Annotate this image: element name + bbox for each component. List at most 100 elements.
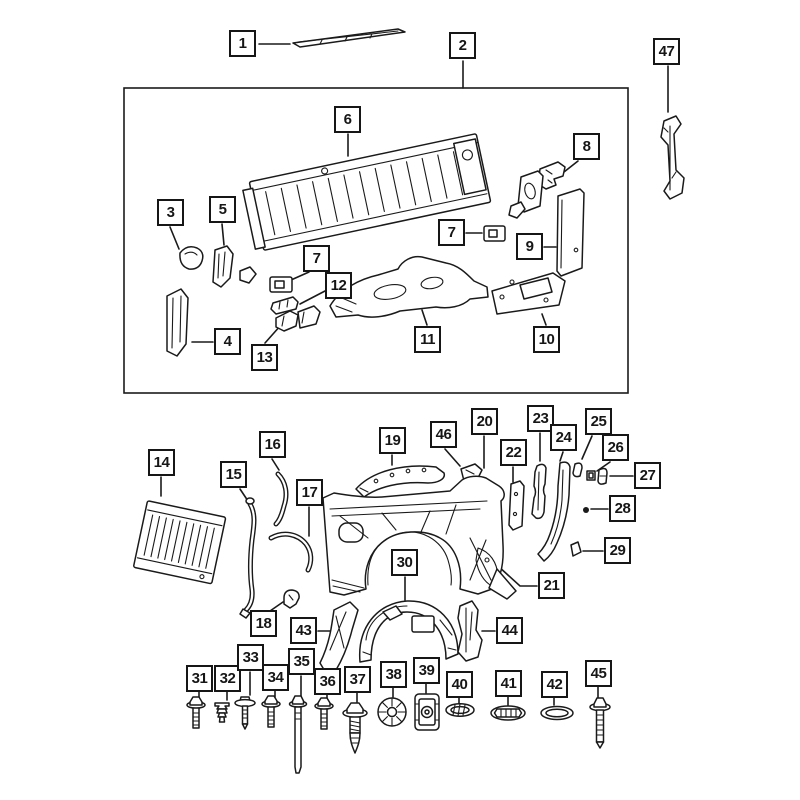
callout-47: 47 xyxy=(653,38,680,65)
callout-24: 24 xyxy=(550,424,577,451)
part-15-support-rod xyxy=(239,497,257,619)
part-14-tailgate xyxy=(133,500,227,585)
callout-7-upper: 7 xyxy=(438,219,465,246)
part-5-bracket xyxy=(212,245,257,288)
callout-2: 2 xyxy=(449,32,476,59)
callout-21: 21 xyxy=(538,572,565,599)
callout-4: 4 xyxy=(214,328,241,355)
part-30-wheelhouse-liner xyxy=(359,600,459,663)
part-25-clip xyxy=(572,462,583,478)
part-29-clip xyxy=(570,541,582,557)
part-24-pillar-reinforcement xyxy=(537,461,571,562)
callout-37: 37 xyxy=(344,666,371,693)
callout-33: 33 xyxy=(237,644,264,671)
part-41-vented-plug xyxy=(490,705,526,721)
leader-12 xyxy=(299,290,326,305)
part-1-bed-rail-strip xyxy=(292,28,406,48)
part-11-wheelhouse-support xyxy=(329,255,489,318)
callout-25: 25 xyxy=(585,408,612,435)
part-4-front-pillar-panel xyxy=(166,288,189,357)
leader-16 xyxy=(271,458,280,471)
leader-7b xyxy=(290,271,310,281)
part-17-arch-moulding xyxy=(268,531,314,573)
callout-38: 38 xyxy=(380,661,407,688)
part-13-bracket xyxy=(275,305,321,332)
part-33-screw-washer xyxy=(234,696,256,730)
part-38-push-nut xyxy=(377,697,407,727)
callout-28: 28 xyxy=(609,495,636,522)
part-10-floor-plate xyxy=(491,272,566,315)
callout-43: 43 xyxy=(290,617,317,644)
part-31-bolt xyxy=(186,696,206,729)
leader-5 xyxy=(221,223,225,246)
callout-8: 8 xyxy=(573,133,600,160)
leader-10 xyxy=(541,313,547,326)
leader-3 xyxy=(169,226,180,250)
callout-17: 17 xyxy=(296,479,323,506)
callout-13: 13 xyxy=(251,344,278,371)
callout-39: 39 xyxy=(413,657,440,684)
callout-32: 32 xyxy=(214,665,241,692)
callout-31: 31 xyxy=(186,665,213,692)
part-19-upper-rail xyxy=(355,465,446,498)
part-32-push-pin xyxy=(214,702,230,723)
leader-8 xyxy=(563,160,579,173)
callout-22: 22 xyxy=(500,439,527,466)
callout-45: 45 xyxy=(585,660,612,687)
part-22-rear-pillar-bar xyxy=(508,480,525,531)
callout-6: 6 xyxy=(334,106,361,133)
part-36-bolt xyxy=(314,697,334,730)
callout-10: 10 xyxy=(533,326,560,353)
part-39-clip-nut xyxy=(414,693,440,731)
part-9-rear-panel xyxy=(556,188,585,277)
leader-46 xyxy=(444,448,461,467)
callout-29: 29 xyxy=(604,537,631,564)
callout-42: 42 xyxy=(541,671,568,698)
callout-5: 5 xyxy=(209,196,236,223)
callout-23: 23 xyxy=(527,405,554,432)
callout-1: 1 xyxy=(229,30,256,57)
part-23-pillar-strip xyxy=(531,463,547,520)
callout-3: 3 xyxy=(157,199,184,226)
callout-26: 26 xyxy=(602,434,629,461)
part-27-clip xyxy=(597,467,608,485)
part-6-front-box-panel xyxy=(242,133,492,251)
part-47-side-bracket xyxy=(660,115,685,200)
callout-36: 36 xyxy=(314,668,341,695)
callout-30: 30 xyxy=(391,549,418,576)
callout-40: 40 xyxy=(446,671,473,698)
part-42-plug xyxy=(540,705,574,721)
part-3-bracket xyxy=(179,246,204,270)
assembly-box-border xyxy=(123,87,629,394)
part-34-bolt xyxy=(261,695,281,728)
part-26-clip xyxy=(586,470,596,481)
part-18-hook-bracket xyxy=(283,589,300,609)
part-45-washer-bolt xyxy=(589,697,611,749)
callout-15: 15 xyxy=(220,461,247,488)
leader-25 xyxy=(581,435,593,460)
callout-27: 27 xyxy=(634,462,661,489)
callout-9: 9 xyxy=(516,233,543,260)
callout-16: 16 xyxy=(259,431,286,458)
leader-18 xyxy=(269,601,284,612)
leader-11 xyxy=(421,309,428,326)
callout-11: 11 xyxy=(414,326,441,353)
leader-21 xyxy=(497,565,538,587)
part-30-quarter-panel xyxy=(322,475,517,600)
leader-24 xyxy=(559,451,564,462)
callout-14: 14 xyxy=(148,449,175,476)
part-37-large-screw xyxy=(342,702,368,754)
callout-18: 18 xyxy=(250,610,277,637)
part-16-reinforcement-strip xyxy=(273,471,289,527)
part-35-long-bolt xyxy=(288,695,308,774)
part-8-hinge-cluster xyxy=(508,161,566,219)
callout-44: 44 xyxy=(496,617,523,644)
callout-34: 34 xyxy=(262,664,289,691)
callout-12: 12 xyxy=(325,272,352,299)
callout-41: 41 xyxy=(495,670,522,697)
part-28-fastener-dot xyxy=(583,507,589,513)
part-40-grommet xyxy=(445,703,475,717)
callout-7-lower: 7 xyxy=(303,245,330,272)
